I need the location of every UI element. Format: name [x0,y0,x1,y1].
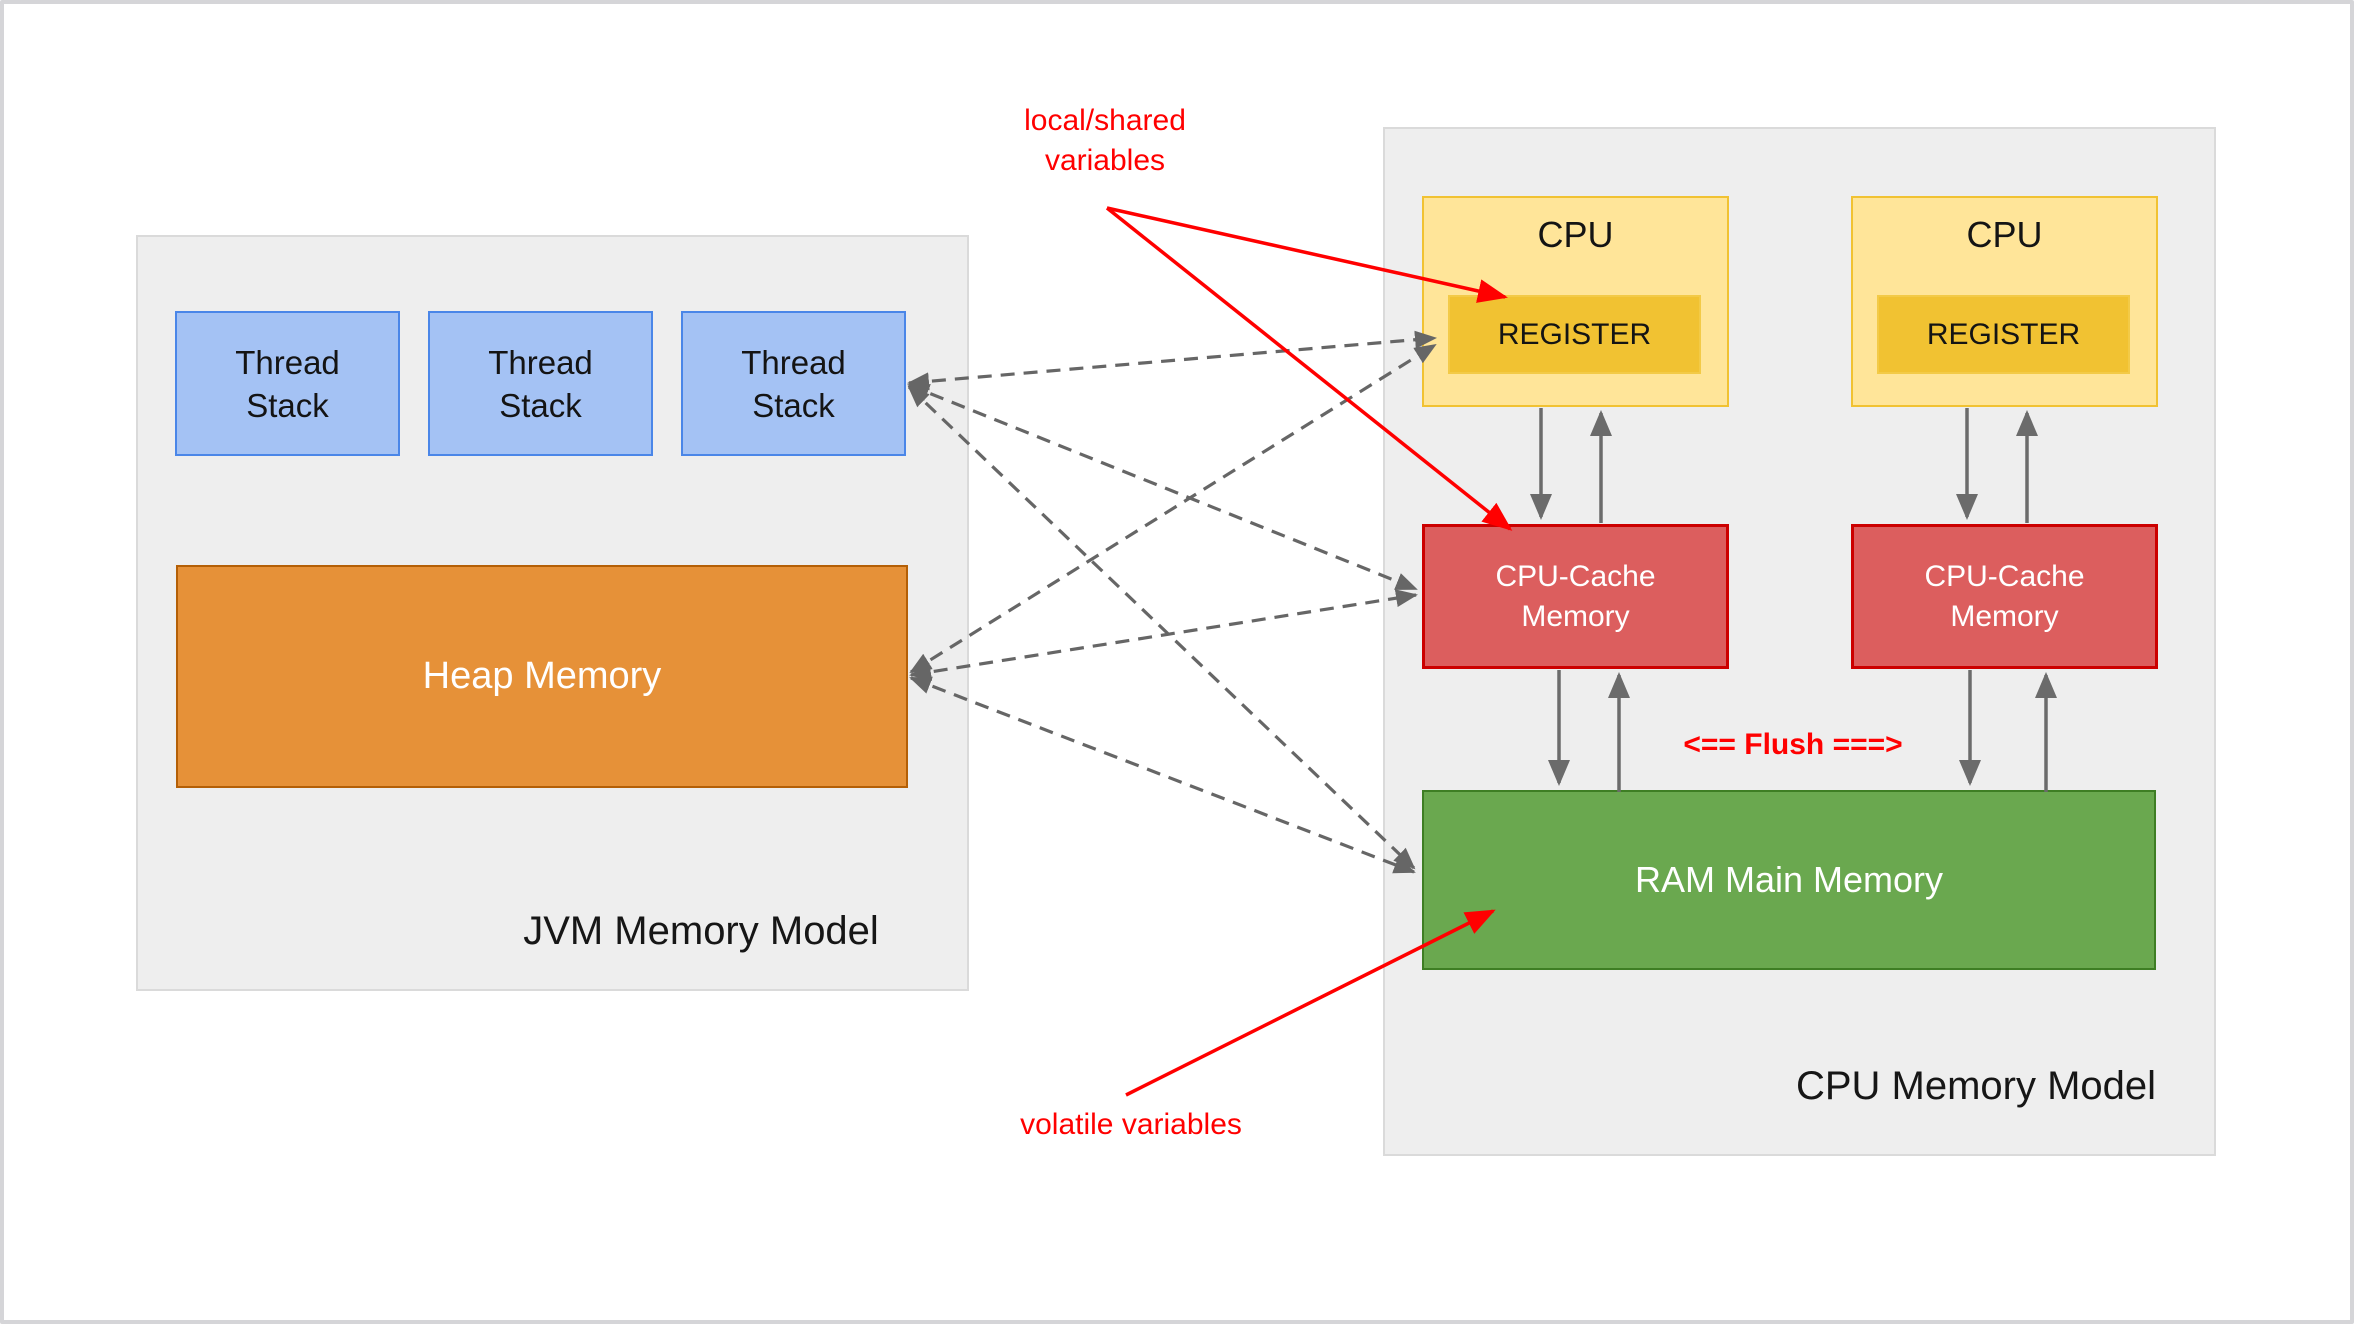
heap-memory-label: Heap Memory [422,655,662,697]
cpu-label: CPU [1537,214,1614,255]
ram-main-memory-label: RAM Main Memory [1634,859,1944,900]
cpu-box-1: CPU REGISTER [1422,196,1729,407]
link-threadstack-ram [907,385,1416,870]
cpu-panel-title: CPU Memory Model [1795,1064,2157,1108]
cpu-cache-box-2: CPU-Cache Memory [1851,524,2158,669]
link-heap-ram [909,676,1416,874]
thread-stack-box-2: Thread Stack [428,311,653,456]
thread-stack-label: Thread Stack [488,343,593,424]
link-heap-register [909,343,1437,674]
thread-stack-label: Thread Stack [741,343,846,424]
volatile-variables-annotation: volatile variables [1020,1108,1242,1141]
local-shared-variables-annotation: local/shared variables [1024,104,1186,177]
cpu-cache-label: CPU-Cache Memory [1495,559,1656,633]
jvm-panel-title: JVM Memory Model [523,909,879,953]
ram-main-memory-box: RAM Main Memory [1422,790,2156,970]
register-label: REGISTER [1497,317,1652,351]
link-threadstack-register [907,330,1437,391]
link-heap-cache [909,589,1418,681]
register-box-2: REGISTER [1877,295,2130,374]
register-label: REGISTER [1926,317,2081,351]
thread-stack-box-3: Thread Stack [681,311,906,456]
cpu-label: CPU [1966,214,2043,255]
flush-annotation: <== Flush ===> [1683,728,1903,761]
link-threadstack-cache [907,383,1418,591]
thread-stack-box-1: Thread Stack [175,311,400,456]
cpu-box-2: CPU REGISTER [1851,196,2158,407]
register-box-1: REGISTER [1448,295,1701,374]
dashed-memory-links [907,330,1437,874]
cpu-cache-label: CPU-Cache Memory [1924,559,2085,633]
thread-stack-label: Thread Stack [235,343,340,424]
heap-memory-box: Heap Memory [176,565,908,788]
cpu-cache-box-1: CPU-Cache Memory [1422,524,1729,669]
